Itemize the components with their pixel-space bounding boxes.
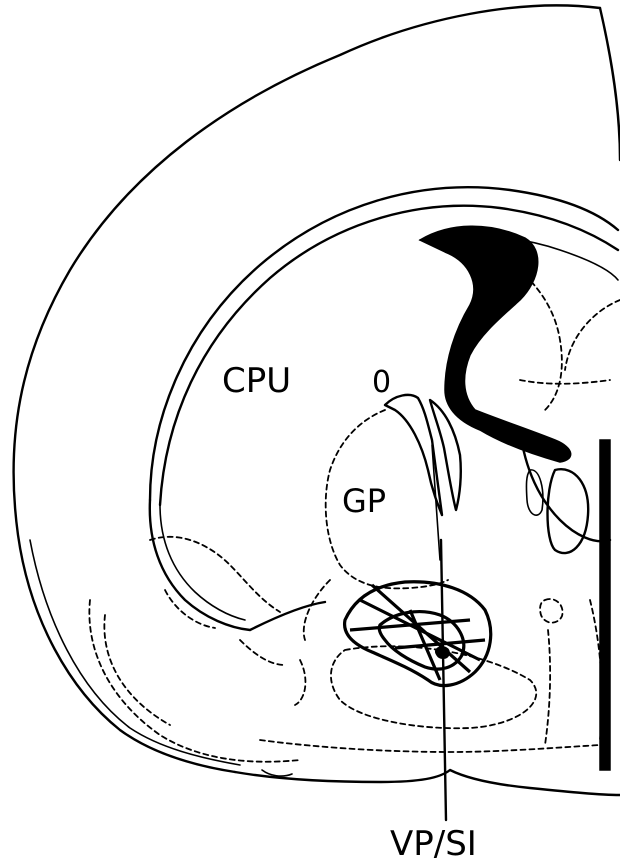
dashed-right-vertical <box>545 630 550 745</box>
dashed-ventral-loop <box>150 537 280 612</box>
dashed-boundary-upper-right <box>525 275 562 410</box>
dashed-vpsi-surround <box>304 580 330 640</box>
dashed-olfactory-tubercle <box>89 600 300 762</box>
label-o: 0 <box>372 365 391 400</box>
dashed-small-circle <box>540 599 563 623</box>
lateral-ventricle <box>420 226 571 462</box>
corpus-callosum-inner <box>160 206 618 505</box>
dashed-ventral-islands <box>165 590 305 705</box>
label-cpu: CPU <box>222 361 291 401</box>
ventral-small-bump <box>262 770 292 776</box>
dashed-boundary-right-a <box>565 300 620 370</box>
label-gp: GP <box>342 482 386 520</box>
label-vp-si: VP/SI <box>390 824 477 863</box>
right-oval-structure <box>548 469 589 553</box>
dashed-ventral-oval <box>331 646 536 728</box>
dorsal-edge <box>600 8 620 160</box>
dashed-boundary-right-b <box>520 380 610 384</box>
striatum-inner-border <box>160 505 245 620</box>
outer-cortex-outline <box>14 5 600 772</box>
lesion-cross-lines <box>350 585 485 680</box>
striatum-border <box>150 500 325 630</box>
outer-cortex-inner-line <box>30 540 240 765</box>
dashed-inner-olfactory <box>104 615 170 725</box>
dashed-lower-boundary <box>260 740 600 752</box>
